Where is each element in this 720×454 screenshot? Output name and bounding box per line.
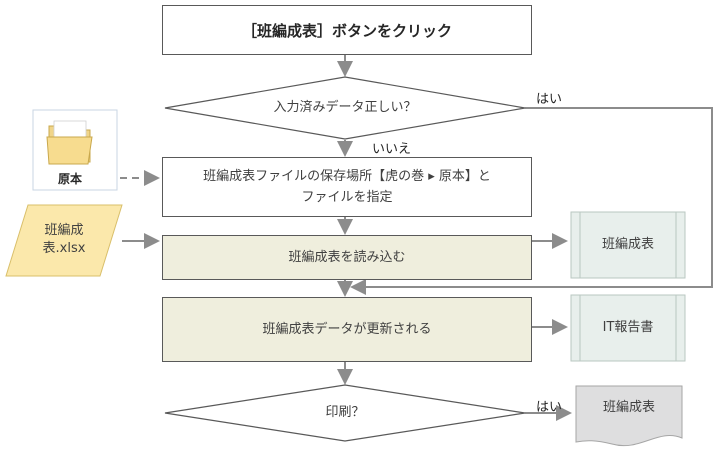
specify-file-box: 班編成表ファイルの保存場所【虎の巻 ▸ 原本】と ファイルを指定 [162,157,532,217]
sheet-2-text: IT報告書 [580,295,676,361]
start-box: ［班編成表］ボタンをクリック [162,5,532,55]
update-step-box: 班編成表データが更新される [162,297,532,362]
decision-input-shape [164,76,526,140]
arrow-yes-loop [350,107,713,295]
sheet-1-text: 班編成表 [580,212,676,278]
label-yes-print: はい [536,400,563,415]
input-file-line-2: 表.xlsx [42,241,86,256]
specify-line-2: ファイルを指定 [301,190,393,205]
specify-line-1: 班編成表ファイルの保存場所【虎の巻 ▸ 原本】と [203,168,491,184]
sheet-2-shape [570,294,686,362]
input-file-text: 班編成 表.xlsx [20,212,108,268]
update-step-label: 班編成表データが更新される [262,321,432,337]
label-yes-top: はい [536,92,563,107]
print-output-text: 班編成表 [576,390,682,426]
decision-input-label: 入力済みデータ正しい？ [273,100,417,116]
label-no: いいえ [372,142,412,157]
print-document-shape [575,385,683,447]
decision-print-text: 印刷？ [265,401,425,425]
sheet-1-shape [570,211,686,279]
folder-label: 原本 [58,172,83,186]
decision-print-label: 印刷？ [325,405,365,421]
input-file-line-1: 班編成 [44,222,84,238]
read-step-box: 班編成表を読み込む [162,235,532,280]
decision-input-text: 入力済みデータ正しい？ [225,96,465,120]
print-output-label: 班編成表 [602,400,655,416]
decision-print-shape [164,384,526,442]
sheet-1-label: 班編成表 [601,237,654,253]
read-step-label: 班編成表を読み込む [288,249,406,265]
start-label: ［班編成表］ボタンをクリック [241,21,452,40]
input-file-shape [5,204,123,277]
folder-icon [32,109,118,191]
sheet-2-label: IT報告書 [602,320,654,336]
